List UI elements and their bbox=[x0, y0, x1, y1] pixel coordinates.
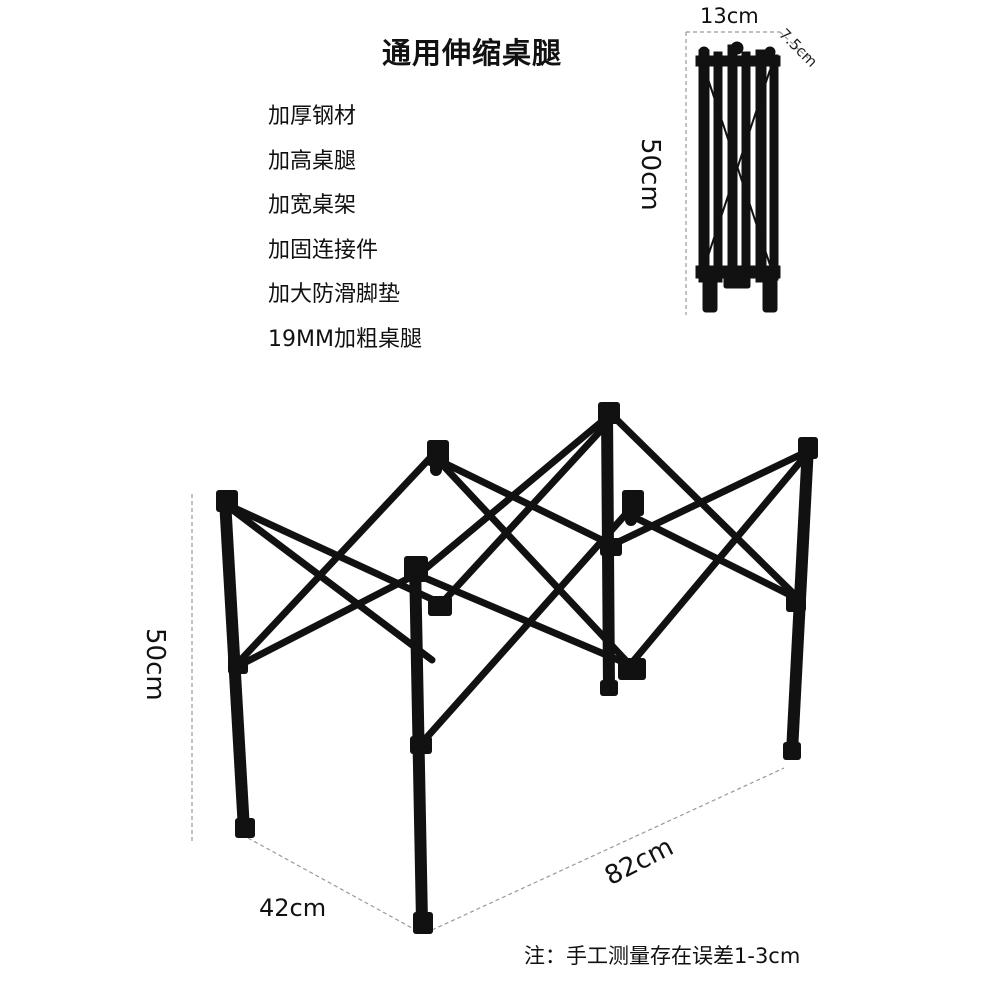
folded-dimension-guides bbox=[685, 31, 809, 315]
folded-width-label: 13cm bbox=[700, 4, 759, 28]
product-title: 通用伸缩桌腿 bbox=[381, 36, 562, 70]
feature-list: 加厚钢材 加高桌腿 加宽桌架 加固连接件 加大防滑脚垫 19MM加粗桌腿 bbox=[268, 100, 422, 367]
main-dimension-guides bbox=[191, 494, 785, 931]
feature-item: 19MM加粗桌腿 bbox=[268, 326, 422, 352]
feature-item: 加宽桌架 bbox=[268, 193, 357, 218]
folded-frame-image bbox=[695, 41, 781, 313]
depth-label: 42cm bbox=[259, 894, 327, 922]
feature-item: 加固连接件 bbox=[268, 237, 379, 263]
height-label: 50cm bbox=[140, 628, 170, 701]
feature-item: 加高桌腿 bbox=[268, 148, 357, 174]
feature-item: 加厚钢材 bbox=[268, 104, 357, 129]
feature-item: 加大防滑脚垫 bbox=[268, 282, 401, 307]
folded-height-label: 50cm bbox=[635, 138, 665, 211]
measurement-note: 注：手工测量存在误差1-3cm bbox=[524, 944, 801, 968]
expanded-frame-image bbox=[216, 402, 818, 934]
